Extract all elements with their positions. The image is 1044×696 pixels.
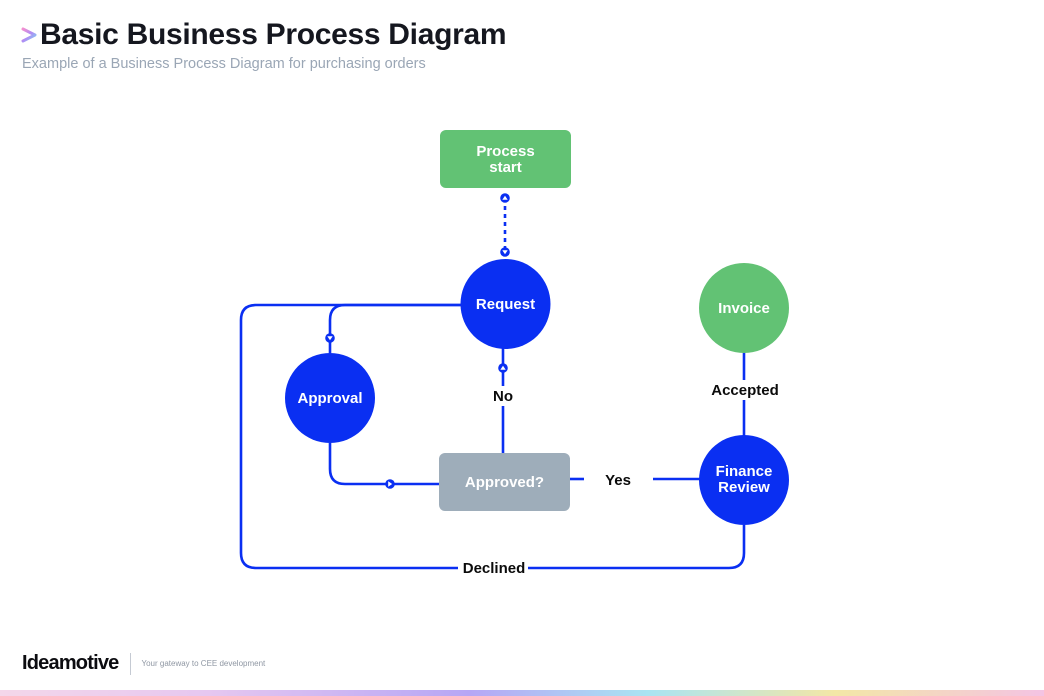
invoice-node[interactable]: Invoice <box>699 263 789 353</box>
page-header: Basic Business Process Diagram Example o… <box>20 18 507 72</box>
process-start-label-line1: Process <box>476 143 534 160</box>
arrow-down-icon <box>325 333 335 343</box>
finance-review-node[interactable]: Finance Review <box>699 435 789 525</box>
request-node[interactable]: Request <box>460 259 551 349</box>
invoice-label: Invoice <box>718 300 770 317</box>
footer-divider <box>130 652 132 675</box>
edge-label-accepted: Accepted <box>711 382 779 399</box>
connector-markers <box>325 193 510 489</box>
arrow-up-icon <box>498 363 508 373</box>
edge-label-declined: Declined <box>463 560 526 577</box>
approval-label: Approval <box>297 390 362 407</box>
request-approval-connector <box>328 303 461 353</box>
company-logo[interactable]: Ideamotive <box>22 652 119 674</box>
request-label: Request <box>476 296 535 313</box>
finance-review-label-line2: Review <box>718 479 770 496</box>
page-title: Basic Business Process Diagram <box>40 18 507 51</box>
edge-label-yes: Yes <box>605 472 631 489</box>
rainbow-bottom-strip <box>0 690 1044 696</box>
edge-label-no: No <box>493 388 513 405</box>
approved-label: Approved? <box>465 474 544 491</box>
approval-approved-connector <box>328 443 440 486</box>
approval-node[interactable]: Approval <box>285 353 375 443</box>
page-footer: Ideamotive Your gateway to CEE developme… <box>22 652 265 675</box>
approved-decision-node[interactable]: Approved? <box>439 453 570 511</box>
arrow-down-icon <box>500 247 510 257</box>
arrow-right-icon <box>385 479 395 489</box>
footer-tagline: Your gateway to CEE development <box>141 659 266 668</box>
edge-labels: No Yes Accepted Declined <box>458 380 779 578</box>
process-start-node[interactable]: Process start <box>440 130 571 188</box>
page-subtitle: Example of a Business Process Diagram fo… <box>22 56 426 72</box>
title-row: Basic Business Process Diagram <box>20 18 507 52</box>
declined-connector <box>239 303 746 570</box>
finance-review-label-line1: Finance <box>716 463 773 480</box>
process-start-label-line2: start <box>489 159 522 176</box>
arrow-up-icon <box>500 193 510 203</box>
chevron-right-icon <box>21 27 37 43</box>
